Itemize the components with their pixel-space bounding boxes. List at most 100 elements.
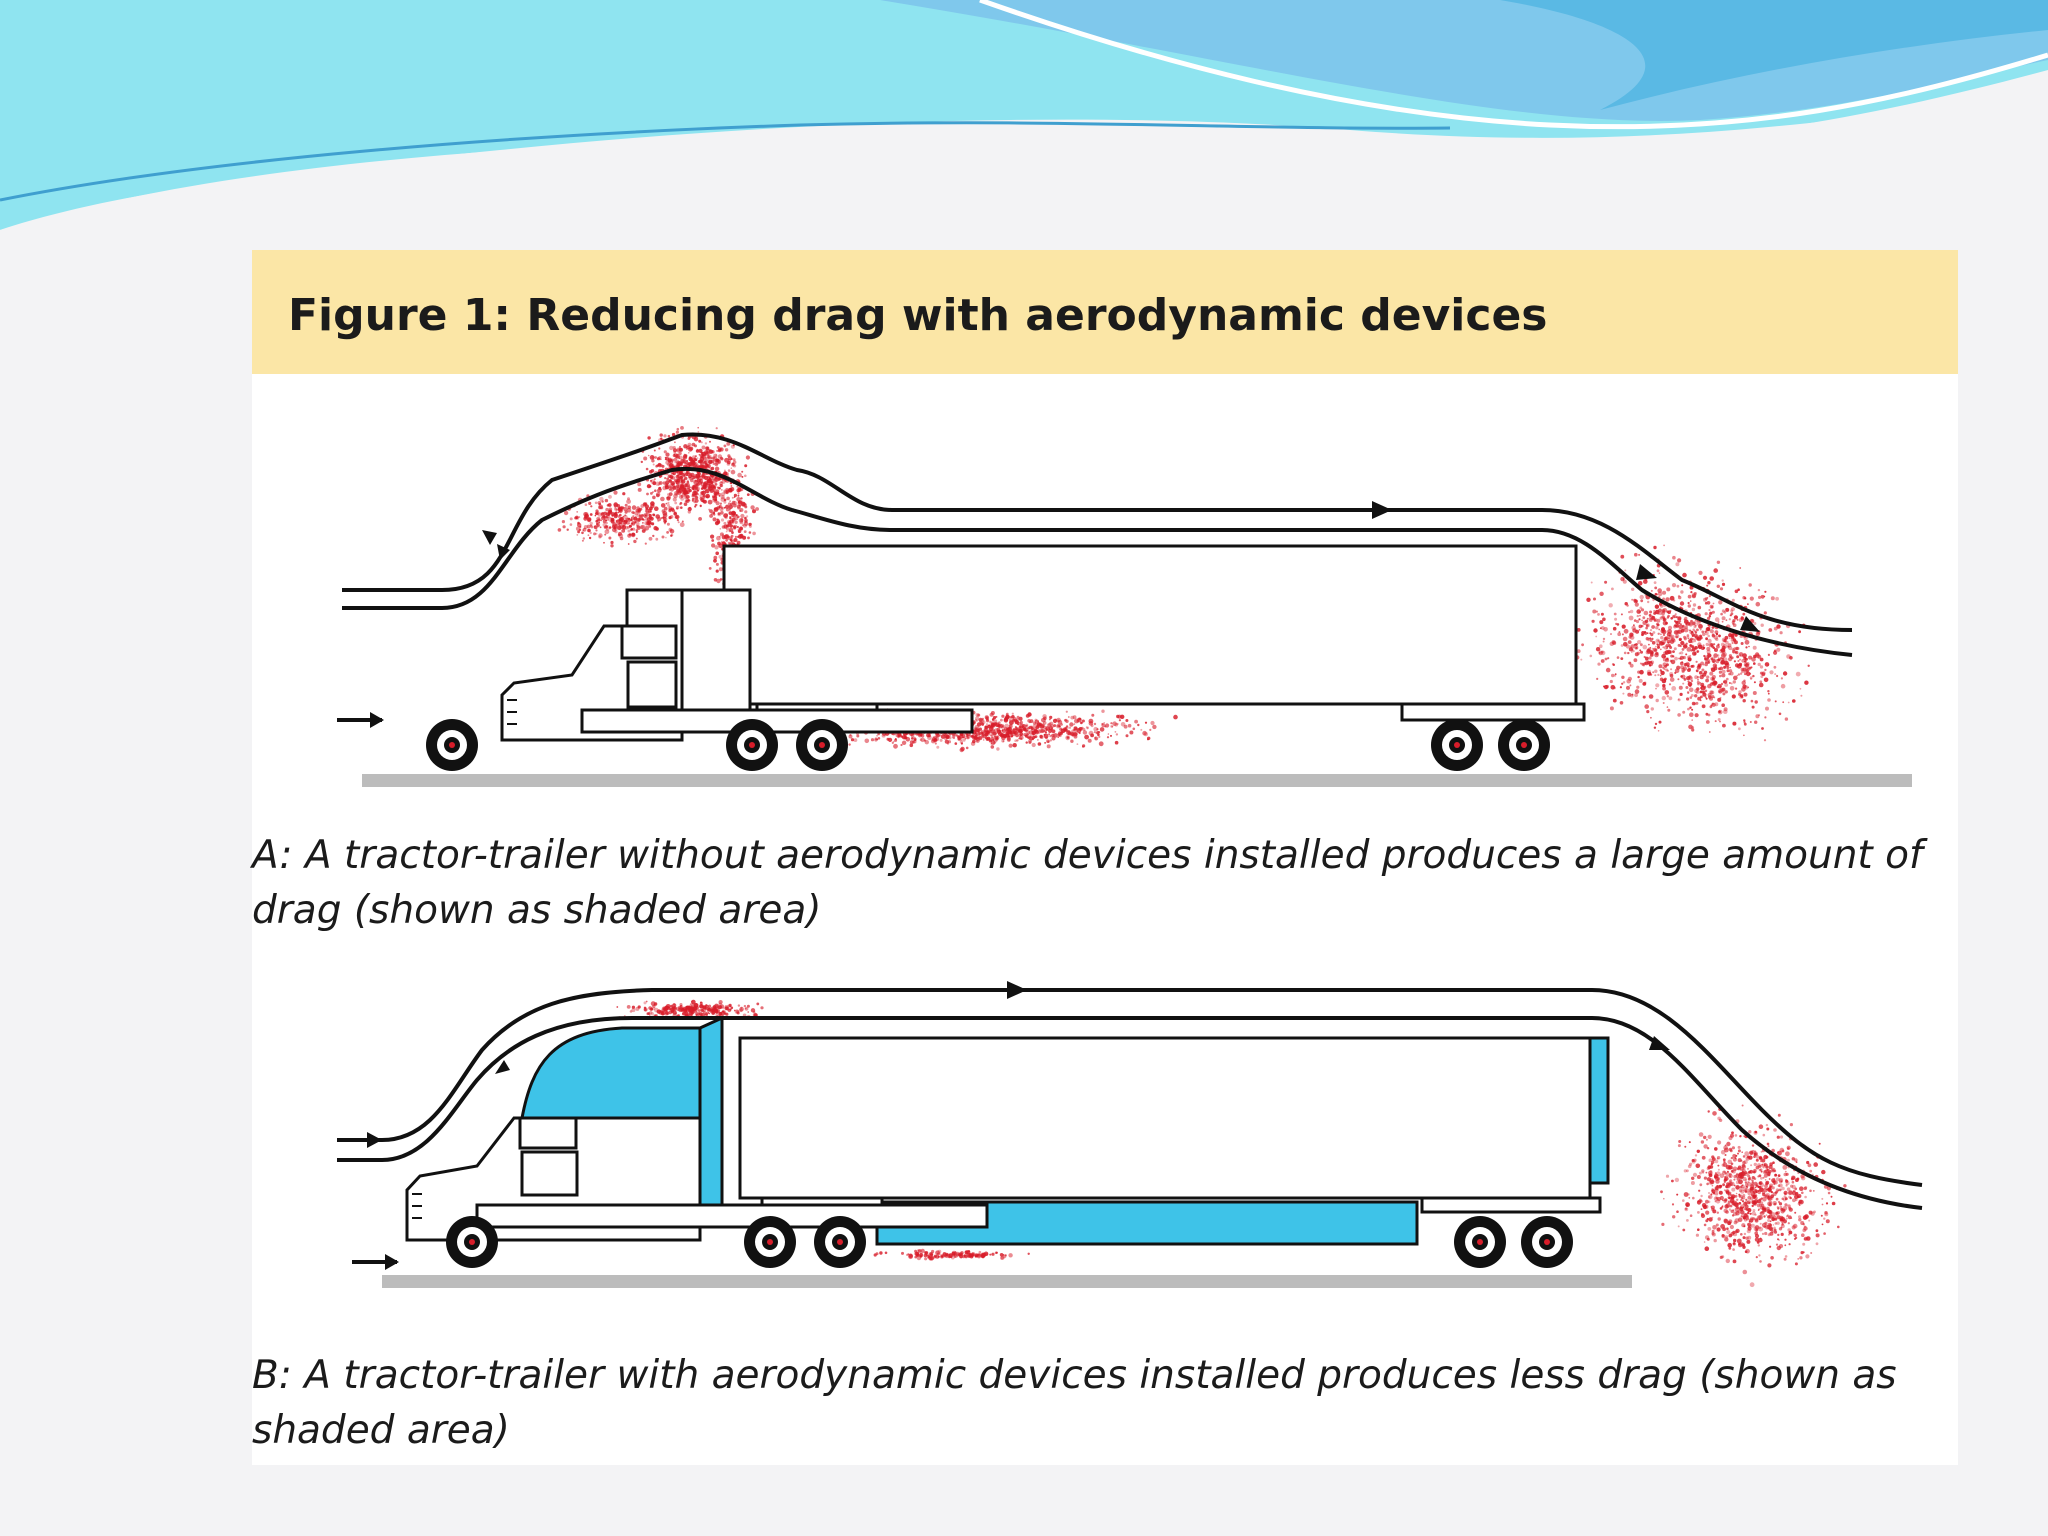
drag-speck	[1056, 724, 1061, 729]
drag-speck	[708, 459, 713, 464]
drag-speck	[668, 516, 672, 520]
drag-speck	[744, 505, 748, 509]
drag-speck	[1051, 729, 1056, 734]
drag-speck	[1724, 660, 1729, 666]
diagram-a-without-devices	[337, 426, 1912, 787]
drag-speck	[644, 542, 647, 545]
drag-speck	[653, 449, 656, 452]
drag-speck	[699, 1004, 703, 1009]
drag-speck	[1763, 1208, 1767, 1212]
drag-speck	[1597, 662, 1601, 666]
drag-speck	[644, 525, 650, 531]
drag-speck	[1645, 637, 1650, 641]
drag-speck	[688, 447, 693, 452]
drag-speck	[1742, 1206, 1745, 1208]
drag-speck	[1669, 610, 1672, 612]
drag-speck	[648, 516, 652, 520]
drag-speck	[618, 531, 622, 536]
drag-speck	[1704, 689, 1708, 693]
drag-speck	[1783, 1198, 1786, 1202]
drag-speck	[1740, 667, 1745, 672]
drag-speck	[755, 507, 759, 511]
drag-speck	[1078, 717, 1082, 721]
drag-speck	[723, 444, 727, 448]
drag-speck	[1776, 624, 1781, 629]
drag-speck	[971, 735, 975, 738]
drag-speck	[1775, 1211, 1778, 1214]
drag-speck	[1722, 1158, 1726, 1162]
drag-speck	[1735, 650, 1739, 655]
drag-speck	[937, 1252, 939, 1255]
drag-speck	[990, 722, 995, 728]
drag-speck	[1710, 704, 1713, 707]
drag-speck	[1600, 650, 1604, 654]
drag-speck	[1735, 687, 1738, 690]
drag-speck	[1744, 1213, 1748, 1216]
drag-speck	[1697, 678, 1699, 681]
drag-speck	[1788, 1230, 1793, 1235]
drag-speck	[727, 541, 731, 545]
drag-speck	[1619, 701, 1624, 705]
drag-speck	[694, 1003, 699, 1008]
drag-speck	[671, 476, 675, 480]
drag-speck	[1616, 656, 1620, 659]
drag-speck	[690, 478, 694, 483]
drag-speck	[1770, 1256, 1774, 1260]
drag-speck	[1771, 1178, 1776, 1183]
drag-speck	[1702, 575, 1708, 580]
drag-speck	[686, 448, 688, 450]
drag-speck	[723, 540, 725, 543]
drag-speck	[1624, 569, 1627, 572]
drag-speck	[1681, 661, 1684, 664]
drag-speck	[1679, 657, 1682, 660]
drag-speck	[937, 1255, 940, 1258]
arrowhead	[1007, 981, 1027, 999]
drag-speck	[1032, 731, 1035, 734]
drag-speck	[1001, 729, 1004, 732]
drag-speck	[1661, 1222, 1665, 1226]
drag-speck	[688, 452, 690, 454]
drag-speck	[1831, 1201, 1836, 1206]
drag-speck	[1763, 739, 1767, 742]
drag-speck	[1070, 739, 1074, 743]
drag-speck	[1132, 727, 1136, 731]
drag-speck	[929, 1253, 934, 1257]
drag-speck	[1746, 1229, 1751, 1234]
drag-speck	[1696, 676, 1700, 679]
drag-speck	[1777, 1184, 1781, 1187]
drag-speck	[608, 507, 613, 512]
drag-speck	[1754, 1189, 1758, 1193]
drag-speck	[1735, 1185, 1740, 1190]
drag-speck	[1707, 661, 1710, 664]
drag-speck	[1728, 646, 1733, 651]
drag-speck	[716, 493, 720, 496]
drag-speck	[1726, 669, 1730, 673]
drag-speck	[717, 1007, 720, 1009]
drag-speck	[1637, 675, 1640, 679]
drag-speck	[1780, 1232, 1784, 1236]
drag-speck	[562, 525, 566, 529]
drag-speck	[1694, 624, 1697, 627]
drag-speck	[649, 455, 655, 460]
drag-speck	[1803, 1226, 1808, 1231]
drag-speck	[1681, 584, 1684, 587]
drag-speck	[714, 466, 720, 471]
drag-speck	[1748, 655, 1753, 660]
drag-speck	[1103, 722, 1106, 724]
drag-speck	[1761, 1163, 1764, 1166]
drag-speck	[1645, 659, 1649, 663]
cab-door	[626, 660, 678, 709]
drag-speck	[1706, 584, 1709, 587]
drag-speck	[1655, 687, 1657, 690]
drag-speck	[1685, 653, 1688, 656]
drag-speck	[1730, 1133, 1734, 1138]
drag-speck	[1778, 1179, 1783, 1184]
drag-speck	[650, 469, 655, 473]
drag-speck	[1751, 1211, 1756, 1216]
drag-speck	[1093, 731, 1096, 733]
trailer-box	[738, 1036, 1592, 1200]
drag-speck	[1755, 1256, 1758, 1259]
drag-speck	[631, 1005, 635, 1009]
drag-speck	[685, 499, 689, 503]
drag-speck	[1746, 1239, 1751, 1244]
